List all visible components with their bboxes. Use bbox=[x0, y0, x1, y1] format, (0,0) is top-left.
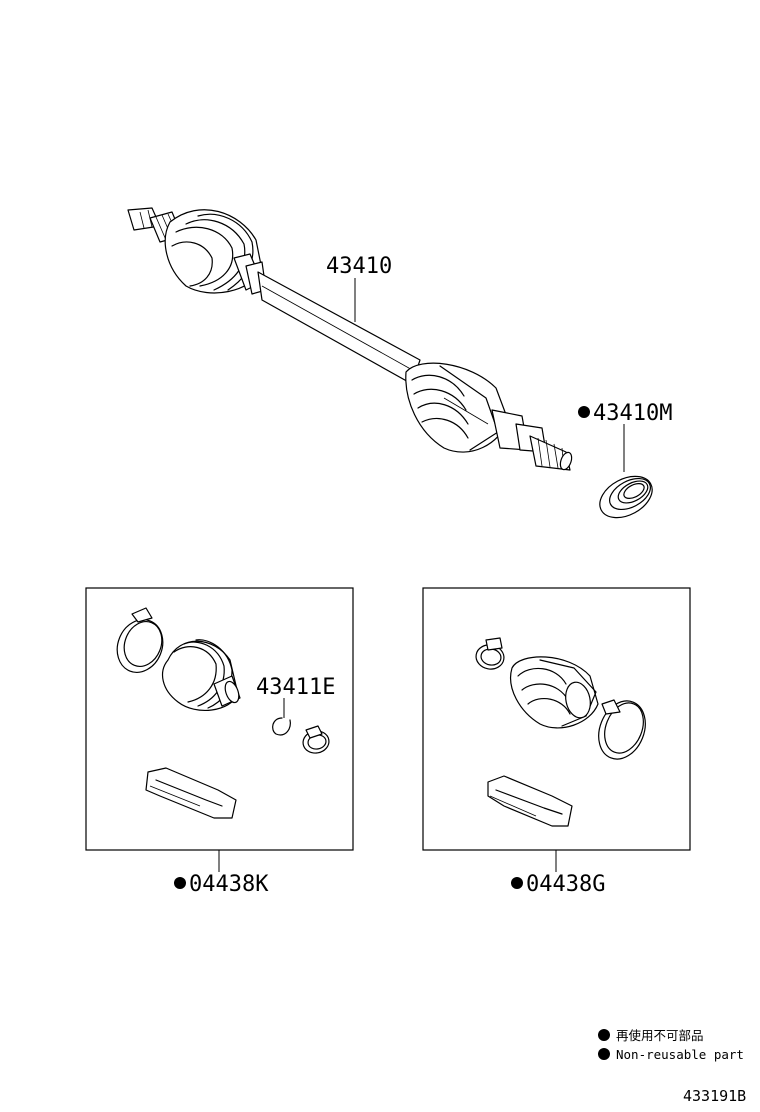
legend-marker-jp bbox=[598, 1029, 610, 1041]
non-reusable-marker-04438k bbox=[174, 877, 186, 889]
part-label-43410m: 43410M bbox=[593, 401, 672, 426]
boot-kit-right-illustration bbox=[475, 637, 646, 827]
legend-text-en: Non-reusable part bbox=[616, 1047, 744, 1062]
part-label-43411e: 43411E bbox=[256, 675, 335, 700]
non-reusable-marker-43410m bbox=[578, 406, 590, 418]
non-reusable-marker-04438g bbox=[511, 877, 523, 889]
part-label-04438g: 04438G bbox=[526, 872, 605, 897]
part-label-43410: 43410 bbox=[326, 254, 392, 279]
legend-text-jp: 再使用不可部品 bbox=[616, 1028, 704, 1043]
legend-marker-en bbox=[598, 1048, 610, 1060]
part-label-04438k: 04438K bbox=[189, 872, 269, 897]
figure-number: 433191B bbox=[683, 1087, 746, 1105]
oil-seal-illustration bbox=[599, 475, 653, 519]
boot-kit-left-illustration bbox=[116, 607, 330, 819]
drive-shaft-assembly-illustration bbox=[127, 207, 573, 471]
legend: 再使用不可部品 Non-reusable part bbox=[598, 1028, 744, 1062]
